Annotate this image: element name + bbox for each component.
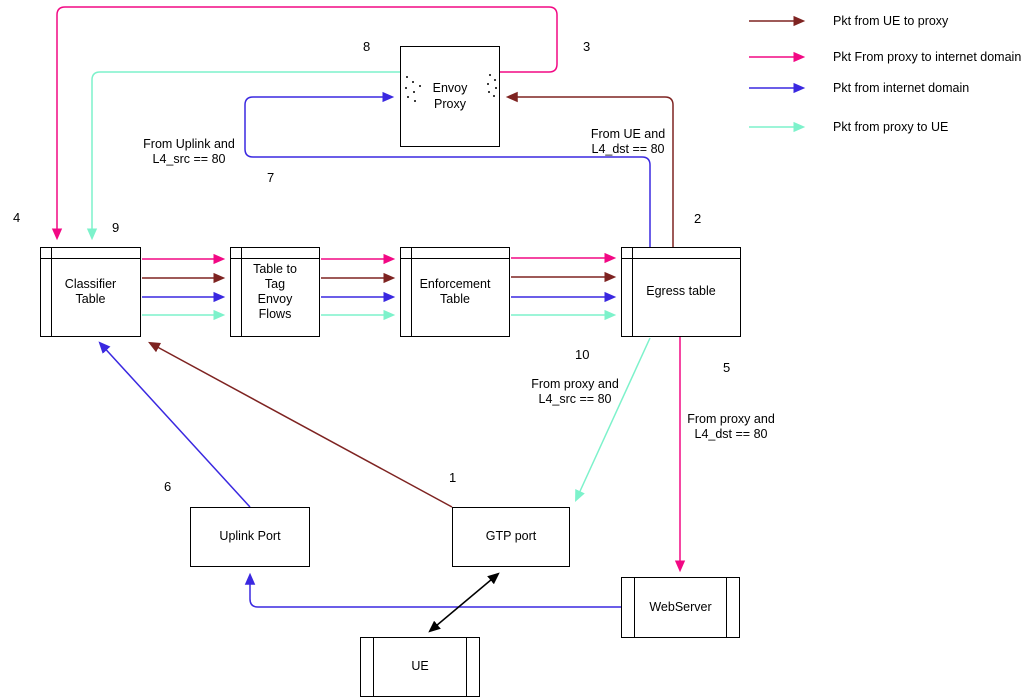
node-envoy-proxy: Envoy Proxy — [400, 46, 500, 147]
flow-label-from-ue: From UE and L4_dst == 80 — [590, 127, 666, 157]
node-ue: UE — [360, 637, 480, 697]
node-classifier-table: Classifier Table — [40, 247, 141, 337]
node-webserver: WebServer — [621, 577, 740, 638]
node-gtp-port: GTP port — [452, 507, 570, 567]
step-number-2: 2 — [694, 211, 702, 226]
table-left-bar — [241, 248, 242, 336]
legend-label-ue-to-proxy: Pkt from UE to proxy — [833, 14, 949, 28]
table-left-bar — [632, 248, 633, 336]
process-right-bar — [466, 638, 467, 696]
node-label-gtp: GTP port — [485, 529, 537, 544]
step-number-1: 1 — [449, 470, 457, 485]
node-label-ue: UE — [411, 659, 429, 674]
legend-label-proxy-to-ue: Pkt from proxy to UE — [833, 120, 949, 134]
node-label-enforcement: Enforcement Table — [419, 276, 491, 306]
step-number-3: 3 — [583, 39, 591, 54]
edge-egress-to-envoy-ue — [505, 91, 674, 247]
process-left-bar — [634, 578, 635, 637]
node-table-to-tag: Table to Tag Envoy Flows — [230, 247, 320, 337]
node-label-envoy: Envoy Proxy — [432, 81, 468, 111]
node-egress-table: Egress table — [621, 247, 741, 337]
node-label-egress: Egress table — [646, 284, 716, 299]
step-number-5: 5 — [723, 360, 731, 375]
node-label-webserver: WebServer — [649, 599, 712, 614]
node-label-uplink: Uplink Port — [219, 529, 281, 544]
step-number-8: 8 — [363, 39, 371, 54]
table-top-bar — [622, 258, 740, 259]
table-top-bar — [401, 258, 509, 259]
edge-ue-gtp-bidirectional — [428, 572, 500, 633]
step-number-4: 4 — [13, 210, 21, 225]
node-enforcement-table: Enforcement Table — [400, 247, 510, 337]
node-label-table-to-tag: Table to Tag Envoy Flows — [253, 261, 297, 322]
envoy-port-dots-right — [489, 74, 491, 76]
legend-label-from-internet: Pkt from internet domain — [833, 81, 970, 95]
flow-label-from-proxy-dst: From proxy and L4_dst == 80 — [687, 412, 775, 442]
table-top-bar — [231, 258, 319, 259]
process-left-bar — [373, 638, 374, 696]
flow-label-from-uplink: From Uplink and L4_src == 80 — [143, 137, 235, 167]
step-number-10: 10 — [575, 347, 590, 362]
edge-webserver-to-uplink — [244, 572, 621, 608]
edge-gtp-to-classifier — [148, 341, 453, 508]
edge-egress-to-gtp — [575, 337, 651, 503]
flow-label-from-proxy-src: From proxy and L4_src == 80 — [531, 377, 619, 407]
envoy-port-dots-left — [406, 76, 408, 78]
table-left-bar — [411, 248, 412, 336]
table-left-bar — [51, 248, 52, 336]
step-number-9: 9 — [112, 220, 120, 235]
step-number-7: 7 — [267, 170, 275, 185]
step-number-6: 6 — [164, 479, 172, 494]
table-top-bar — [41, 258, 140, 259]
process-right-bar — [726, 578, 727, 637]
node-label-classifier: Classifier Table — [64, 276, 117, 306]
edge-uplink-to-classifier — [98, 341, 251, 508]
node-uplink-port: Uplink Port — [190, 507, 310, 567]
legend-label-proxy-to-internet: Pkt From proxy to internet domain — [833, 50, 1022, 64]
